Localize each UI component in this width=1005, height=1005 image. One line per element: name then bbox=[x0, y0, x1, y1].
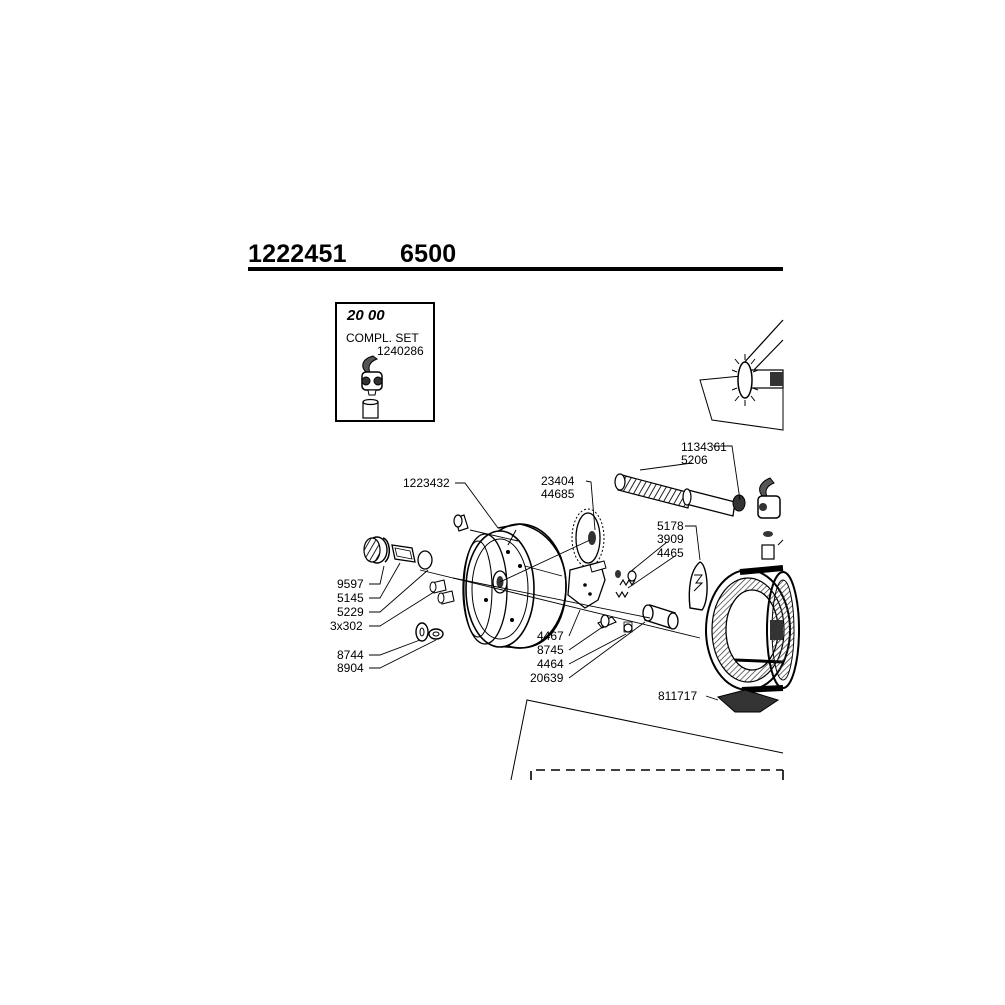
left-small-parts bbox=[363, 536, 455, 605]
axis-lines bbox=[419, 529, 701, 639]
callout-4467: 4467 bbox=[537, 629, 564, 643]
brake-plate-part bbox=[567, 560, 607, 609]
header-rule bbox=[248, 267, 783, 271]
click-pin-parts bbox=[597, 614, 633, 633]
washer-parts bbox=[415, 622, 444, 642]
callout-labels: 1134361 5206 1223432 23404 44685 5178 39… bbox=[330, 440, 727, 703]
callout-20639: 20639 bbox=[530, 671, 564, 685]
reel-foot-part bbox=[716, 689, 780, 713]
callout-5229: 5229 bbox=[337, 605, 364, 619]
header-part-number: 1222451 bbox=[248, 240, 347, 268]
line-guide-part bbox=[757, 477, 784, 560]
lower-outline bbox=[510, 699, 784, 781]
cylinder-part bbox=[642, 604, 679, 630]
callout-1223432: 1223432 bbox=[403, 476, 450, 490]
set-stem-icon bbox=[367, 389, 377, 396]
callout-811717: 811717 bbox=[658, 689, 697, 703]
reel-frame-part bbox=[705, 565, 800, 693]
set-side-right bbox=[373, 376, 383, 386]
set-label: COMPL. SET bbox=[346, 331, 419, 345]
callout-9597: 9597 bbox=[337, 577, 364, 591]
top-shaft-assembly bbox=[699, 319, 784, 431]
top-screw-part bbox=[453, 514, 469, 532]
callout-3x302: 3x302 bbox=[330, 619, 363, 633]
callout-1134361: 1134361 bbox=[681, 440, 727, 454]
callout-5145: 5145 bbox=[337, 591, 364, 605]
set-code: 20 00 bbox=[347, 307, 385, 324]
callout-8904: 8904 bbox=[337, 661, 364, 675]
callout-5178: 5178 bbox=[657, 519, 684, 533]
callout-8745: 8745 bbox=[537, 643, 564, 657]
set-side-left bbox=[361, 376, 371, 386]
callout-23404: 23404 bbox=[541, 474, 575, 488]
pawl-plate-part bbox=[688, 561, 708, 611]
callout-4464: 4464 bbox=[537, 657, 564, 671]
callout-5206: 5206 bbox=[681, 453, 708, 467]
set-drawing bbox=[361, 355, 383, 419]
callout-44685: 44685 bbox=[541, 487, 575, 501]
worm-shaft-part bbox=[614, 473, 746, 517]
callout-4465: 4465 bbox=[657, 546, 684, 560]
complete-set-box: 20 00 COMPL. SET 1240286 bbox=[335, 302, 435, 422]
set-number: 1240286 bbox=[377, 344, 424, 358]
gear-part bbox=[571, 508, 605, 568]
leader-lines bbox=[369, 445, 741, 701]
header-model-number: 6500 bbox=[400, 240, 457, 268]
callout-3909: 3909 bbox=[657, 532, 684, 546]
spring-parts bbox=[615, 570, 637, 599]
callout-8744: 8744 bbox=[337, 648, 364, 662]
